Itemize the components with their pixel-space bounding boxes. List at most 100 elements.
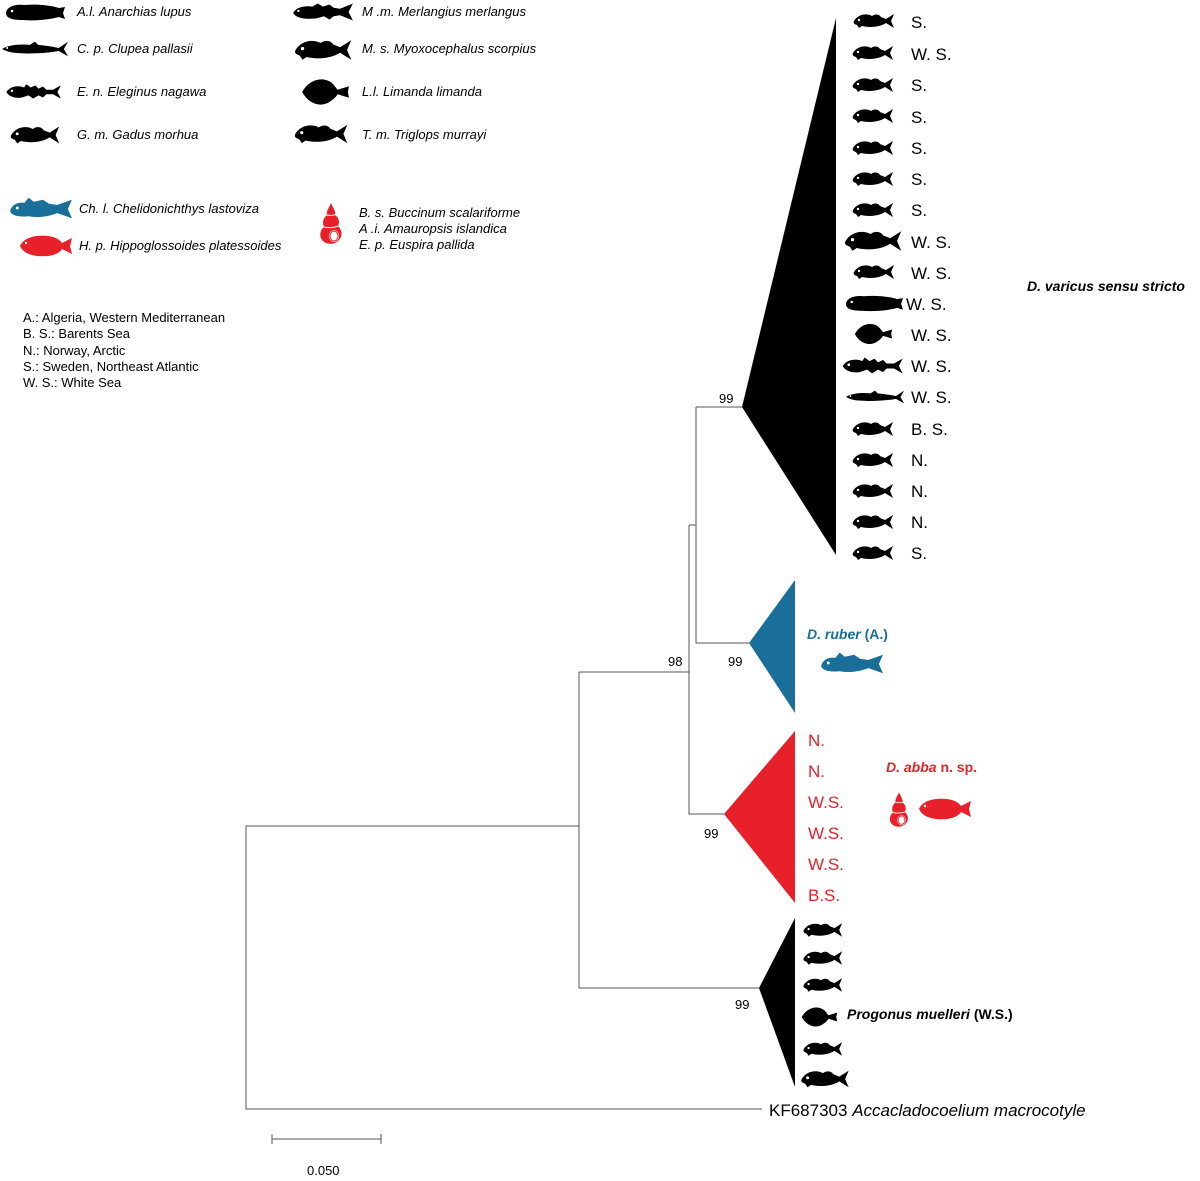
outgroup-accession: KF687303: [769, 1101, 847, 1120]
wolffish-icon: [845, 295, 904, 312]
branch-abba: [688, 525, 724, 815]
snail-icon: [319, 202, 343, 245]
clade-label-abba: D. abba n. sp.: [886, 759, 977, 775]
legend-host-label: G. m. Gadus morhua: [77, 127, 198, 142]
bootstrap-value: 99: [735, 997, 749, 1012]
wolffish-icon: [6, 4, 65, 21]
gurnard-icon: [821, 652, 883, 674]
cod-icon: [10, 126, 60, 144]
tip-locality: W. S.: [911, 264, 952, 283]
flatfish-icon: [854, 323, 893, 345]
clade-progonus-triangle: [759, 918, 795, 1087]
locality-key-item: B. S.: Barents Sea: [23, 326, 131, 341]
tip-locality: B.S.: [808, 886, 840, 905]
tip-locality: N.: [911, 513, 928, 532]
legend-host-label: E. p. Euspira pallida: [359, 237, 475, 252]
plaice-icon: [919, 798, 971, 820]
tip-locality: S.: [911, 201, 927, 220]
abba-species-name: D. abba: [886, 759, 937, 775]
scale-bar-label: 0.050: [307, 1163, 340, 1178]
locality-key-item: S.: Sweden, Northeast Atlantic: [23, 359, 199, 374]
tip-locality: W. S.: [911, 233, 952, 252]
tip-locality: S.: [911, 170, 927, 189]
sculpin-icon: [852, 78, 893, 92]
sculpin-icon: [852, 109, 893, 123]
gurnard-icon: [10, 197, 72, 219]
cod-icon: [842, 357, 903, 374]
clade-ruber-triangle: [749, 580, 795, 713]
sculpin-icon: [803, 951, 843, 965]
bootstrap-value: 98: [668, 654, 682, 669]
branch-ingroup-split: [578, 672, 759, 989]
clade-label-ruber: D. ruber (A.): [807, 626, 888, 642]
legend-host-label: A.l. Anarchias lupus: [76, 4, 192, 19]
sculpin-icon: [852, 453, 893, 467]
ruber-locality: (A.): [865, 626, 888, 642]
tip-locality: S.: [911, 76, 927, 95]
locality-key: A.: Algeria, Western Mediterranean B. S.…: [23, 310, 225, 390]
clade-label-progonus: Progonus muelleri (W.S.): [847, 1006, 1013, 1022]
sculpin-icon: [845, 231, 902, 251]
legend-host-label: L.l. Limanda limanda: [362, 84, 482, 99]
locality-key-item: A.: Algeria, Western Mediterranean: [23, 310, 225, 325]
bootstrap-value: 99: [719, 391, 733, 406]
tip-locality: W.S.: [808, 855, 844, 874]
outgroup-label: KF687303 Accacladocoelium macrocotyle: [769, 1101, 1086, 1120]
flatfish-icon: [801, 1007, 838, 1027]
sculpin-icon: [852, 172, 893, 186]
legend-host-label: M .m. Merlangius merlangus: [362, 4, 526, 19]
sculpin-icon: [852, 203, 893, 217]
legend-host-label: A .i. Amauropsis islandica: [358, 221, 507, 236]
legend-host-label: C. p. Clupea pallasii: [77, 41, 194, 56]
varicus-tip-icons: [842, 14, 905, 560]
tip-locality: W. S.: [911, 357, 952, 376]
whiting-icon: [293, 3, 353, 21]
sculpin-icon: [852, 141, 893, 155]
legend-host-label: B. s. Buccinum scalariforme: [359, 205, 520, 220]
branch-ruber: [695, 407, 749, 644]
progonus-tip-icons: [801, 923, 849, 1088]
legend-host-label: H. p. Hippoglossoides platessoides: [79, 238, 282, 253]
legend-host-label: Ch. l. Chelidonichthys lastoviza: [79, 201, 259, 216]
outgroup-species-name: Accacladocoelium macrocotyle: [851, 1101, 1085, 1120]
locality-key-item: W. S.: White Sea: [23, 375, 122, 390]
herring-icon: [2, 41, 68, 57]
tip-locality: W. S.: [911, 326, 952, 345]
tip-locality: N.: [808, 762, 825, 781]
sculpin-icon: [853, 14, 894, 28]
tip-locality: S.: [911, 544, 927, 563]
legend-black-hosts: A.l. Anarchias lupus C. p. Clupea pallas…: [2, 3, 537, 144]
sculpin-icon: [801, 1070, 849, 1088]
sculpin-icon: [295, 40, 352, 60]
abba-tip-labels: N. N. W.S. W.S. W.S. B.S.: [808, 731, 844, 905]
varicus-tip-labels: S. W. S. S. S. S. S. S. W. S. W. S. W. S…: [906, 13, 952, 563]
bootstrap-value: 99: [728, 654, 742, 669]
sculpin-icon: [803, 1042, 843, 1056]
abba-status: n. sp.: [940, 759, 977, 775]
clade-label-varicus: D. varicus sensu stricto: [1027, 278, 1185, 294]
tree-branches: [245, 406, 762, 1144]
sculpin-icon: [852, 515, 893, 529]
sculpin-icon: [853, 265, 894, 279]
tip-locality: W.S.: [808, 793, 844, 812]
sculpin-icon: [803, 923, 843, 937]
legend-host-label: M. s. Myoxocephalus scorpius: [362, 41, 537, 56]
ruber-species-name: D. ruber: [807, 626, 862, 642]
tip-locality: S.: [911, 139, 927, 158]
herring-icon: [845, 390, 905, 404]
tip-locality: W. S.: [911, 388, 952, 407]
legend-colored-hosts: Ch. l. Chelidonichthys lastoviza H. p. H…: [10, 197, 520, 257]
sculpin-icon: [294, 124, 348, 144]
branch-outgroup: [245, 826, 762, 1110]
scale-bar: [271, 1134, 382, 1144]
legend-host-label: E. n. Eleginus nagawa: [77, 84, 206, 99]
tip-locality: N.: [808, 731, 825, 750]
clade-varicus-triangle: [742, 18, 836, 555]
sculpin-icon: [852, 546, 893, 560]
sculpin-icon: [852, 484, 893, 498]
progonus-locality: (W.S.): [974, 1006, 1013, 1022]
sculpin-icon: [852, 46, 893, 60]
tip-locality: N.: [911, 482, 928, 501]
sculpin-icon: [852, 422, 893, 436]
legend-host-label: T. m. Triglops murrayi: [362, 127, 487, 142]
